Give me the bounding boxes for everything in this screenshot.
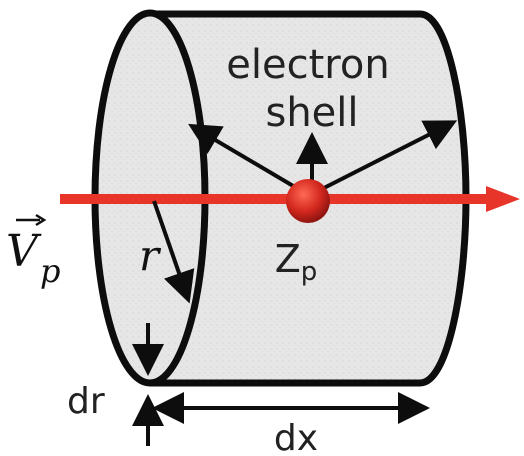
label-dr: dr <box>67 381 105 422</box>
label-radius: r <box>139 231 162 280</box>
velocity-vector-head <box>35 213 47 227</box>
radius-arrow <box>152 200 195 304</box>
label-electron: electron <box>226 42 389 88</box>
projectile-particle <box>286 179 330 223</box>
label-velocity-sub: p <box>40 252 60 290</box>
label-velocity-main: V <box>6 226 42 277</box>
label-dx: dx <box>274 418 318 456</box>
velocity-symbol: V p <box>6 213 60 290</box>
field-arrow-left <box>188 123 302 192</box>
label-charge-sub: p <box>301 257 318 287</box>
label-charge-main: Z <box>275 237 301 281</box>
label-shell: shell <box>265 90 358 136</box>
field-arrow-right <box>319 120 458 192</box>
beam-arrowhead <box>486 186 520 212</box>
label-charge: Zp <box>275 237 318 287</box>
